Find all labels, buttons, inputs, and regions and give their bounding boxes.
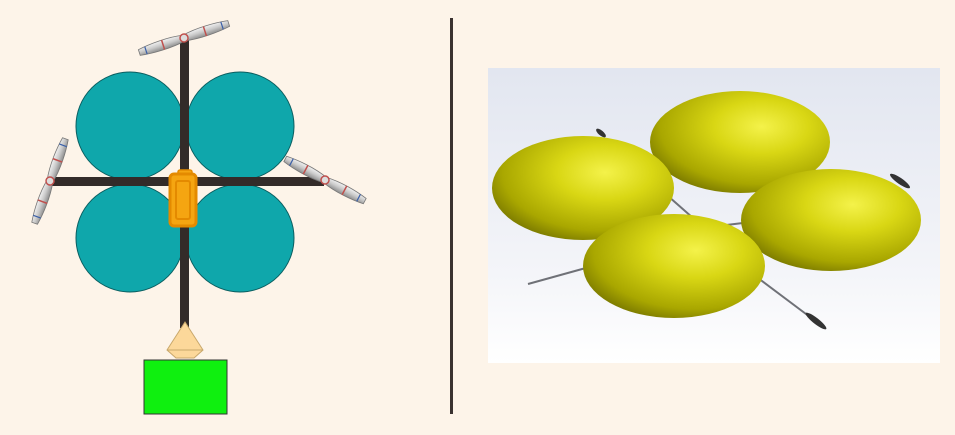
- schematic-diagram: [31, 20, 367, 415]
- render-panel: [488, 68, 940, 363]
- battery-icon: [168, 169, 198, 228]
- render-balloon-right: [741, 169, 921, 271]
- balloon-top-right: [185, 71, 295, 181]
- render-balloon-back-left: [492, 136, 674, 240]
- payload-mount: [166, 321, 204, 359]
- propeller-right-icon: [283, 155, 367, 205]
- balloon-top-left: [75, 71, 185, 181]
- render-balloon-back-center: [650, 91, 830, 193]
- balloon-bottom-right: [185, 183, 295, 293]
- propeller-left-icon: [31, 137, 69, 225]
- render-illustration: [488, 68, 940, 363]
- render-balloon-front: [583, 214, 765, 318]
- payload-box: [143, 359, 228, 415]
- balloon-bottom-left: [75, 183, 185, 293]
- render-propeller-icon: [596, 128, 910, 330]
- panel-divider: [450, 18, 453, 414]
- propeller-top-icon: [137, 20, 231, 56]
